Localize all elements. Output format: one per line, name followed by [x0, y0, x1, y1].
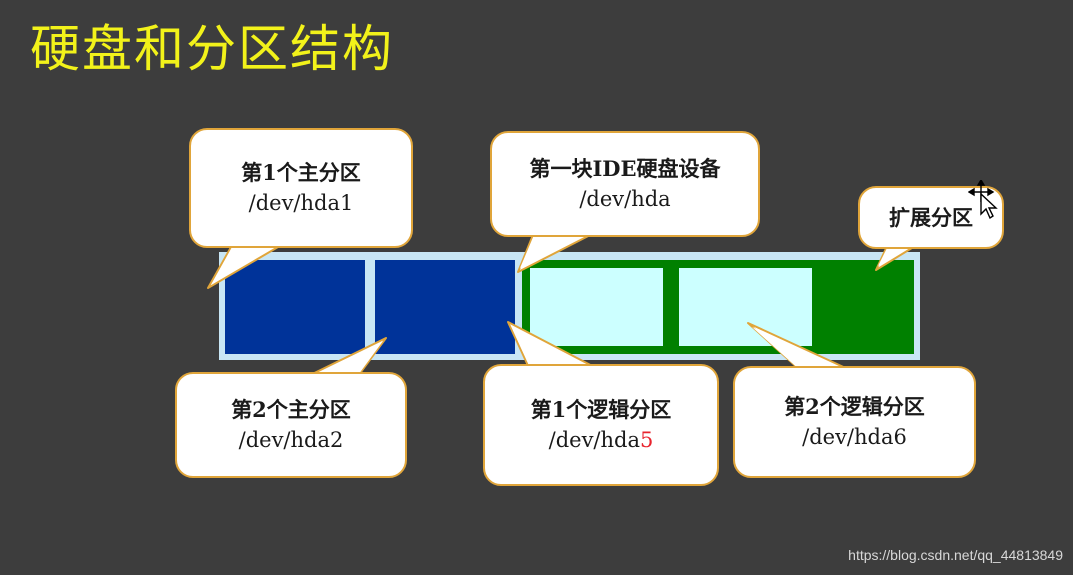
device-path: /dev/hda5: [549, 425, 654, 455]
slide-title: 硬盘和分区结构: [30, 20, 394, 78]
partition-hda5: [530, 268, 663, 346]
callout-primary-partition-1: 第1个主分区 /dev/hda1: [189, 128, 413, 248]
partition-hda6: [679, 268, 812, 346]
callout-label: 第1个逻辑分区: [530, 397, 672, 422]
watermark: https://blog.csdn.net/qq_44813849: [848, 547, 1063, 563]
extended-partition: [522, 260, 914, 354]
callout-ide-disk: 第一块IDE硬盘设备 /dev/hda: [490, 131, 760, 237]
device-path: /dev/hda1: [248, 191, 354, 215]
move-cursor-icon: [968, 180, 998, 220]
callout-primary-partition-2: 第2个主分区 /dev/hda2: [175, 372, 407, 478]
callout-logical-partition-1: 第1个逻辑分区 /dev/hda5: [483, 364, 719, 486]
callout-label: 第一块IDE硬盘设备: [529, 156, 721, 181]
disk-bar: [219, 252, 920, 360]
callout-label: 扩展分区: [889, 204, 973, 230]
partition-hda1: [225, 260, 365, 354]
callout-label: 第2个主分区: [231, 397, 351, 422]
partition-hda2: [375, 260, 515, 354]
callout-label: 第2个逻辑分区: [784, 394, 925, 419]
device-path-prefix: /dev/hda: [548, 428, 640, 452]
callout-extended-partition: 扩展分区: [858, 186, 1004, 249]
callout-label: 第1个主分区: [241, 160, 361, 185]
device-path: /dev/hda2: [238, 428, 344, 452]
callout-logical-partition-2: 第2个逻辑分区 /dev/hda6: [733, 366, 976, 478]
device-path: /dev/hda6: [802, 425, 907, 449]
device-path: /dev/hda: [579, 187, 671, 211]
device-path-highlight: 5: [640, 428, 654, 452]
